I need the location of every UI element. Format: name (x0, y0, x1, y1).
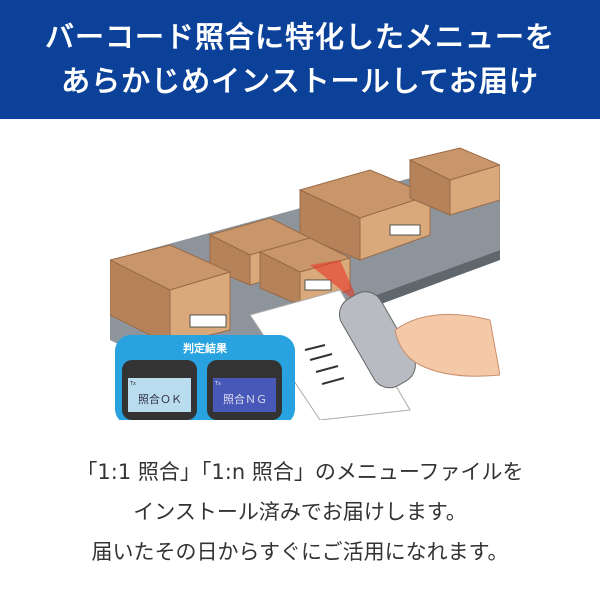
result-panel-title: 判定結果 (183, 341, 227, 355)
screen-ok-text: 照合ＯＫ (138, 392, 182, 406)
header-banner: バーコード照合に特化したメニューを あらかじめインストールしてお届け (0, 0, 600, 119)
description-line3: 届いたその日からすぐにご活用になれます。 (91, 540, 509, 564)
description-line1: 「1:1 照合」「1:n 照合」のメニューファイルを (76, 460, 524, 484)
barcode-scanning-illustration: 判定結果 Tx 照合ＯＫ Tx 照合ＮＧ (110, 147, 500, 420)
header-title-line2: あらかじめインストールしてお届け (61, 64, 539, 98)
screen-ng-text: 照合ＮＧ (223, 392, 267, 406)
barcode-label (189, 224, 421, 328)
hand (394, 313, 500, 377)
header-title-line1: バーコード照合に特化したメニューを (44, 20, 555, 54)
screen-status: Tx (129, 381, 136, 387)
description: 「1:1 照合」「1:n 照合」のメニューファイルを インストール済みでお届けし… (0, 452, 600, 572)
scan-beam (310, 260, 360, 305)
description-line2: インストール済みでお届けします。 (133, 500, 467, 524)
screen-status: Tx (214, 381, 221, 387)
